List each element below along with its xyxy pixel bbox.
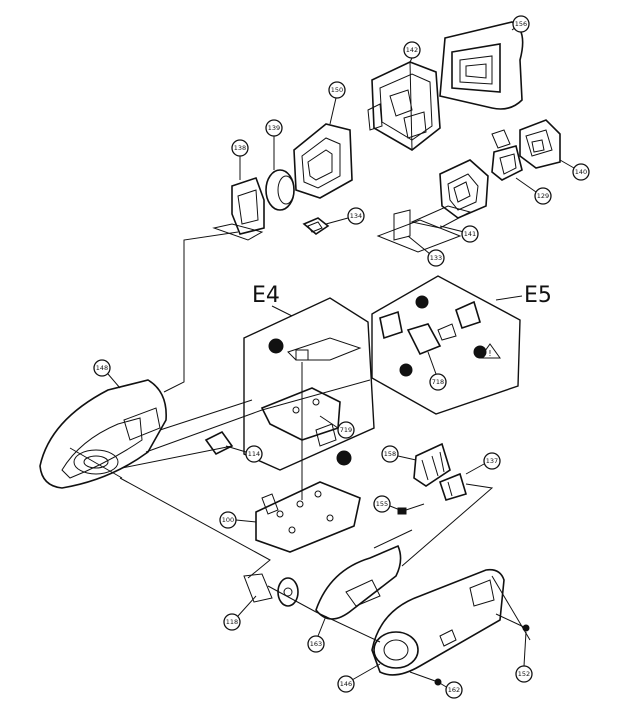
left-body-shell-part — [39, 379, 167, 489]
callout-718: 718 — [427, 351, 447, 391]
callout-139: 139 — [265, 119, 283, 170]
callout-163: 163 — [307, 615, 327, 653]
svg-text:142: 142 — [406, 46, 418, 54]
group-e5-box: ! — [371, 275, 521, 415]
svg-text:146: 146 — [340, 680, 352, 688]
callout-719: 719 — [319, 415, 355, 439]
callout-162: 162 — [437, 681, 463, 699]
lcd-holder-part — [491, 129, 523, 181]
svg-text:114: 114 — [248, 450, 260, 458]
lcd-panel-part — [410, 159, 489, 229]
callout-155: 155 — [373, 495, 401, 513]
viewfinder-housing-part — [367, 61, 441, 151]
callout-141: 141 — [439, 225, 479, 243]
screw-part — [397, 503, 425, 515]
lcd-unit-part — [519, 119, 561, 169]
callout-142: 142 — [403, 41, 421, 63]
right-body-shell-part — [371, 568, 505, 676]
connector-part — [439, 472, 467, 501]
ribbon-cable-part — [376, 209, 462, 253]
callout-146: 146 — [337, 663, 381, 693]
callout-133: 133 — [407, 235, 445, 267]
svg-text:148: 148 — [96, 364, 108, 372]
svg-text:137: 137 — [486, 457, 498, 465]
svg-text:118: 118 — [226, 618, 238, 626]
svg-text:138: 138 — [234, 144, 246, 152]
lcd-frame-part — [212, 176, 265, 241]
svg-text:100: 100 — [222, 516, 234, 524]
small-plate-part — [243, 573, 299, 607]
svg-text:162: 162 — [448, 686, 460, 694]
group-e4-box — [243, 297, 375, 471]
svg-text:158: 158 — [384, 450, 396, 458]
callout-148: 148 — [93, 359, 121, 389]
svg-text:152: 152 — [518, 670, 530, 678]
callout-150: 150 — [328, 81, 346, 125]
eyecup-part — [439, 21, 524, 110]
callout-137: 137 — [465, 452, 501, 475]
callout-140: 140 — [559, 159, 590, 181]
svg-text:133: 133 — [430, 254, 442, 262]
switch-block-part — [413, 442, 451, 487]
svg-text:139: 139 — [268, 124, 280, 132]
callout-129: 129 — [515, 177, 552, 205]
callout-156: 156 — [511, 15, 530, 33]
callout-114: 114 — [225, 445, 263, 463]
svg-text:129: 129 — [537, 192, 549, 200]
svg-text:134: 134 — [350, 212, 362, 220]
svg-text:163: 163 — [310, 640, 322, 648]
callout-134: 134 — [325, 207, 365, 225]
callout-152: 152 — [515, 631, 533, 683]
svg-text:718: 718 — [432, 378, 444, 386]
lens-disc-part — [265, 169, 295, 211]
callout-158: 158 — [381, 445, 417, 463]
svg-text:140: 140 — [575, 168, 587, 176]
group-e5-label: E5 — [524, 283, 552, 308]
svg-text:141: 141 — [464, 230, 476, 238]
screws-part — [409, 613, 530, 686]
callout-138: 138 — [231, 139, 249, 180]
svg-text:!: ! — [488, 349, 491, 358]
callout-100: 100 — [219, 511, 257, 529]
svg-text:150: 150 — [331, 86, 343, 94]
group-e4-label: E4 — [252, 283, 280, 308]
viewfinder-lens-frame-part — [293, 123, 353, 199]
middle-cover-part — [315, 544, 402, 620]
small-bracket-part — [302, 217, 330, 235]
callout-118: 118 — [223, 595, 257, 631]
assembly-leader-lines — [119, 231, 531, 643]
svg-text:719: 719 — [340, 426, 352, 434]
svg-text:156: 156 — [515, 20, 527, 28]
circuit-board-part — [255, 481, 361, 553]
svg-text:155: 155 — [376, 500, 388, 508]
